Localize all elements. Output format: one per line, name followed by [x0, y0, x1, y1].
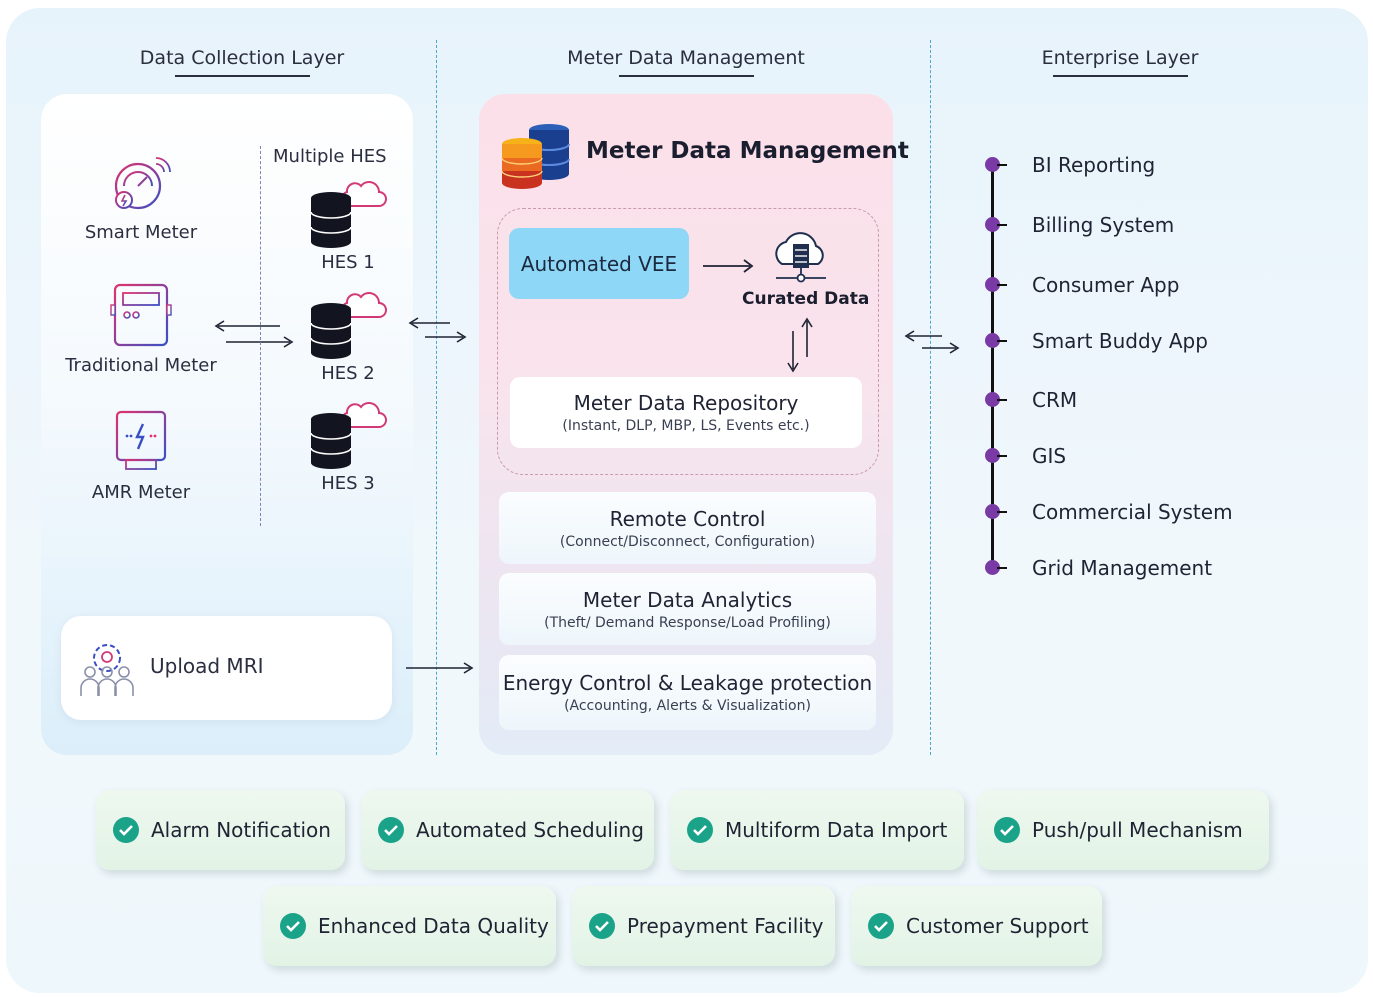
- enterprise-layer-title: Enterprise Layer: [1020, 47, 1220, 77]
- upload-mri-card[interactable]: Upload MRI: [61, 616, 392, 720]
- feature-prepayment-facility[interactable]: Prepayment Facility: [572, 886, 835, 966]
- remote-control-card[interactable]: Remote Control (Connect/Disconnect, Conf…: [499, 492, 876, 564]
- hes-label: HES 2: [321, 363, 375, 384]
- divider-1: [436, 40, 437, 755]
- timeline-dot: [985, 448, 1000, 463]
- energy-control-card[interactable]: Energy Control & Leakage protection (Acc…: [499, 655, 876, 730]
- cloud-server-icon: [775, 232, 826, 283]
- timeline-dot: [985, 560, 1000, 575]
- feature-automated-scheduling[interactable]: Automated Scheduling: [361, 790, 654, 870]
- card-title: Remote Control: [609, 506, 766, 531]
- check-icon: [589, 913, 615, 939]
- card-title: Meter Data Analytics: [582, 587, 793, 612]
- feature-label: Prepayment Facility: [627, 914, 824, 938]
- amr-meter: AMR Meter: [46, 410, 236, 503]
- multiple-hes-label: Multiple HES: [273, 146, 387, 167]
- card-title: Energy Control & Leakage protection: [502, 671, 873, 695]
- database-cloud-icon: [310, 402, 387, 469]
- enterprise-timeline: [991, 163, 994, 567]
- hes-1: HES 1: [308, 178, 388, 273]
- repository-title: Meter Data Repository: [573, 391, 799, 415]
- meter-data-management-title: Meter Data Management: [545, 47, 827, 77]
- hes-divider: [260, 146, 261, 526]
- hes-2: HES 2: [308, 289, 388, 384]
- enterprise-item-label: BI Reporting: [1032, 153, 1156, 177]
- traditional-meter: Traditional Meter: [46, 283, 236, 376]
- enterprise-item-label: Billing System: [1032, 213, 1175, 237]
- database-stack-icon: [501, 124, 570, 189]
- users-gear-icon: [80, 644, 134, 696]
- smart-meter: Smart Meter: [46, 150, 236, 243]
- card-subtitle: (Connect/Disconnect, Configuration): [559, 533, 816, 550]
- enterprise-item-label: Smart Buddy App: [1032, 329, 1208, 353]
- card-subtitle: (Theft/ Demand Response/Load Profiling): [544, 614, 831, 631]
- vee-curated-arrow: [703, 259, 754, 273]
- timeline-dot: [985, 333, 1000, 348]
- divider-2: [930, 40, 931, 755]
- card-subtitle: (Accounting, Alerts & Visualization): [564, 698, 811, 714]
- hes-label: HES 3: [321, 473, 375, 494]
- check-icon: [994, 817, 1020, 843]
- hes-mdm-arrows: [408, 317, 467, 343]
- automated-vee-box[interactable]: Automated VEE: [509, 228, 689, 299]
- meter-label: AMR Meter: [91, 482, 191, 503]
- feature-label: Push/pull Mechanism: [1032, 818, 1243, 842]
- traditional-meter-icon: [110, 283, 172, 347]
- feature-enhanced-data-quality[interactable]: Enhanced Data Quality: [263, 886, 556, 966]
- upload-mdm-arrow: [406, 662, 474, 674]
- meter-hes-arrows: [214, 320, 294, 348]
- timeline-dot: [985, 504, 1000, 519]
- enterprise-item-label: Grid Management: [1032, 556, 1213, 580]
- meter-data-analytics-card[interactable]: Meter Data Analytics (Theft/ Demand Resp…: [499, 573, 876, 645]
- feature-customer-support[interactable]: Customer Support: [851, 886, 1102, 966]
- smart-meter-icon: [114, 157, 171, 210]
- check-icon: [378, 817, 404, 843]
- vee-dashed-group: [497, 208, 879, 475]
- upload-mri-label: Upload MRI: [150, 654, 264, 678]
- meter-label: Traditional Meter: [65, 355, 217, 376]
- timeline-dot: [985, 217, 1000, 232]
- check-icon: [687, 817, 713, 843]
- database-cloud-icon: [310, 181, 387, 248]
- check-icon: [868, 913, 894, 939]
- database-cloud-icon: [310, 292, 387, 359]
- repository-subtitle: (Instant, DLP, MBP, LS, Events etc.): [562, 418, 810, 434]
- curated-repo-arrows: [787, 317, 813, 373]
- enterprise-item-label: Consumer App: [1032, 273, 1180, 297]
- feature-label: Automated Scheduling: [416, 818, 644, 842]
- hes-3: HES 3: [308, 399, 388, 494]
- curated-data-label: Curated Data: [742, 289, 870, 309]
- check-icon: [113, 817, 139, 843]
- feature-label: Multiform Data Import: [725, 818, 948, 842]
- timeline-dot: [985, 277, 1000, 292]
- meter-data-repository[interactable]: Meter Data Repository (Instant, DLP, MBP…: [510, 377, 862, 448]
- timeline-dot: [985, 157, 1000, 172]
- automated-vee-label: Automated VEE: [520, 251, 678, 276]
- feature-label: Enhanced Data Quality: [318, 914, 549, 938]
- mdm-enterprise-arrows: [904, 330, 960, 354]
- feature-alarm-notification[interactable]: Alarm Notification: [96, 790, 345, 870]
- feature-push-pull-mechanism[interactable]: Push/pull Mechanism: [977, 790, 1269, 870]
- mdm-title: Meter Data Management: [586, 138, 909, 164]
- amr-meter-icon: [115, 410, 167, 470]
- enterprise-item-label: Commercial System: [1032, 500, 1233, 524]
- feature-label: Alarm Notification: [151, 818, 331, 842]
- enterprise-item-label: CRM: [1032, 388, 1078, 412]
- feature-label: Customer Support: [906, 914, 1089, 938]
- check-icon: [280, 913, 306, 939]
- enterprise-item-label: GIS: [1032, 444, 1067, 468]
- meter-label: Smart Meter: [84, 222, 198, 243]
- hes-label: HES 1: [321, 252, 375, 273]
- data-collection-layer-title: Data Collection Layer: [126, 47, 358, 77]
- timeline-dot: [985, 392, 1000, 407]
- feature-multiform-data-import[interactable]: Multiform Data Import: [670, 790, 964, 870]
